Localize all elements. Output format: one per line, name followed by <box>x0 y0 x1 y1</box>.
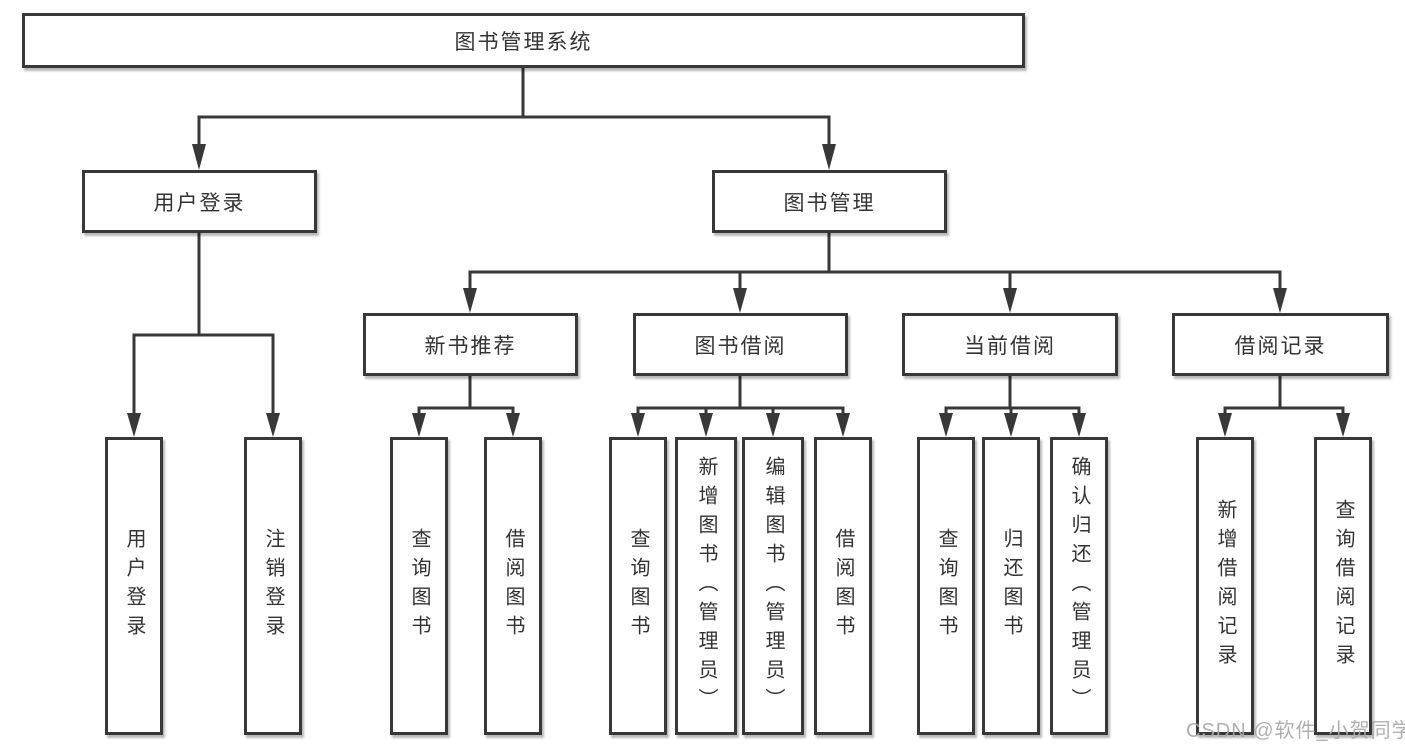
arrowhead-icon <box>1336 413 1350 437</box>
connector-book-management-to-level3 <box>468 231 1282 292</box>
arrowhead-icon <box>733 288 747 313</box>
arrowhead-icon <box>766 413 780 437</box>
leaf-cb-return-books-label: 归还图书 <box>1000 528 1022 644</box>
arrowhead-icon <box>506 413 520 437</box>
leaf-br-add-record: 新增借阅记录 <box>1196 437 1254 735</box>
arrowhead-icon <box>1003 288 1017 313</box>
arrowhead-icon <box>939 413 953 437</box>
watermark: CSDN @软件_小贺同学 <box>1186 720 1405 742</box>
leaf-nbr-query-books: 查询图书 <box>390 437 448 735</box>
node-book-borrowing-label: 图书借阅 <box>694 334 787 358</box>
leaf-nbr-borrow-books: 借阅图书 <box>484 437 542 735</box>
leaf-bb-add-books-admin: 新增图书（管理员） <box>675 437 737 735</box>
node-new-book-recommend-label: 新书推荐 <box>424 334 517 358</box>
node-book-management-label: 图书管理 <box>783 191 876 215</box>
leaf-br-query-record-label: 查询借阅记录 <box>1332 499 1354 673</box>
node-user-login-label: 用户登录 <box>153 191 246 215</box>
leaf-logout-login: 注销登录 <box>244 437 302 735</box>
arrowhead-icon <box>412 413 426 437</box>
connector-root-to-level2 <box>197 66 831 148</box>
leaf-cb-confirm-return-admin-label: 确认归还（管理员） <box>1068 455 1090 717</box>
node-library-system-label: 图书管理系统 <box>454 30 593 54</box>
leaf-cb-confirm-return-admin: 确认归还（管理员） <box>1050 437 1108 735</box>
node-user-login: 用户登录 <box>82 170 317 233</box>
leaf-cb-return-books: 归还图书 <box>982 437 1040 735</box>
leaf-br-query-record: 查询借阅记录 <box>1314 437 1372 735</box>
leaf-bb-query-books: 查询图书 <box>609 437 667 735</box>
leaf-cb-query-books-label: 查询图书 <box>935 528 957 644</box>
arrowhead-icon <box>699 413 713 437</box>
node-borrowing-records-label: 借阅记录 <box>1234 334 1327 358</box>
connector-current-borrowing-to-leaves <box>944 374 1081 416</box>
leaf-user-login-label: 用户登录 <box>123 528 145 644</box>
arrowhead-icon <box>1218 413 1232 437</box>
leaf-bb-edit-books-admin-label: 编辑图书（管理员） <box>762 455 784 717</box>
arrowhead-icon <box>463 288 477 313</box>
leaf-br-add-record-label: 新增借阅记录 <box>1214 499 1236 673</box>
leaf-user-login: 用户登录 <box>105 437 163 735</box>
node-borrowing-records: 借阅记录 <box>1172 313 1389 376</box>
arrowhead-icon <box>192 144 206 170</box>
leaf-nbr-borrow-books-label: 借阅图书 <box>502 528 524 644</box>
connector-new-book-recommend-to-leaves <box>417 374 515 416</box>
node-library-system: 图书管理系统 <box>22 13 1025 68</box>
node-new-book-recommend: 新书推荐 <box>363 313 578 376</box>
leaf-bb-add-books-admin-label: 新增图书（管理员） <box>695 455 717 717</box>
leaf-bb-borrow-books: 借阅图书 <box>814 437 872 735</box>
node-book-management: 图书管理 <box>712 170 947 233</box>
leaf-bb-borrow-books-label: 借阅图书 <box>832 528 854 644</box>
arrowhead-icon <box>822 144 836 170</box>
connector-user-login-to-leaves <box>132 231 275 416</box>
arrowheads <box>127 144 1350 437</box>
node-book-borrowing: 图书借阅 <box>633 313 848 376</box>
node-current-borrowing: 当前借阅 <box>902 313 1118 376</box>
leaf-bb-query-books-label: 查询图书 <box>627 528 649 644</box>
arrowhead-icon <box>1072 413 1086 437</box>
arrowhead-icon <box>836 413 850 437</box>
leaf-bb-edit-books-admin: 编辑图书（管理员） <box>742 437 804 735</box>
connector-borrowing-records-to-leaves <box>1223 374 1345 416</box>
arrowhead-icon <box>266 413 280 437</box>
arrowhead-icon <box>1273 288 1287 313</box>
arrowhead-icon <box>127 413 141 437</box>
leaf-nbr-query-books-label: 查询图书 <box>408 528 430 644</box>
arrowhead-icon <box>1004 413 1018 437</box>
leaf-logout-login-label: 注销登录 <box>262 528 284 644</box>
arrowhead-icon <box>631 413 645 437</box>
connector-book-borrowing-to-leaves <box>636 374 845 416</box>
leaf-cb-query-books: 查询图书 <box>917 437 975 735</box>
node-current-borrowing-label: 当前借阅 <box>964 334 1056 358</box>
